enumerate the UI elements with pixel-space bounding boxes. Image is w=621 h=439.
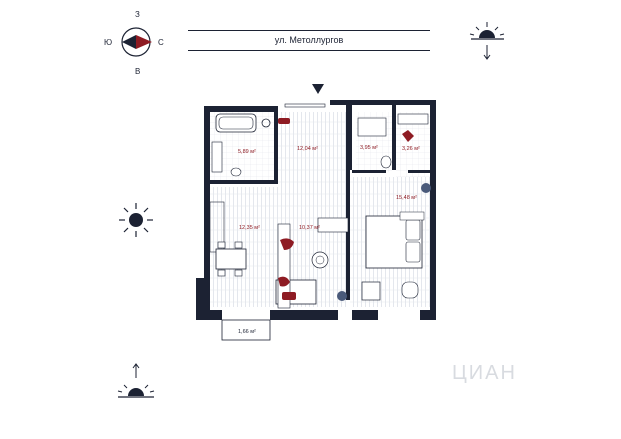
sunset-icon <box>469 22 505 60</box>
area-bedroom: 15,48 м² <box>396 195 417 201</box>
street-line-bottom <box>188 50 430 51</box>
compass-west: Ю <box>104 38 113 47</box>
compass-east: С <box>158 38 164 47</box>
street-line-top <box>188 30 430 31</box>
entrance-arrow-icon <box>312 84 324 94</box>
area-kitchen: 12,35 м² <box>239 225 260 231</box>
area-wc: 3,26 м² <box>402 146 420 152</box>
area-bathroom: 5,89 м² <box>238 149 256 155</box>
street-name: ул. Метоллургов <box>274 35 344 45</box>
area-hallway: 12,04 м² <box>297 146 318 152</box>
compass-south: В <box>135 67 141 76</box>
watermark: ЦИАН <box>452 362 517 384</box>
compass-north: З <box>135 10 140 19</box>
compass-icon <box>121 27 152 57</box>
area-wardrobe: 3,95 м² <box>360 145 378 151</box>
sunrise-icon <box>117 363 155 398</box>
floor-plan <box>196 100 436 341</box>
area-balcony: 1,66 м² <box>238 329 256 335</box>
compass: З В Ю С <box>100 8 180 78</box>
area-living: 10,37 м² <box>299 225 320 231</box>
sun-icon <box>119 203 153 237</box>
